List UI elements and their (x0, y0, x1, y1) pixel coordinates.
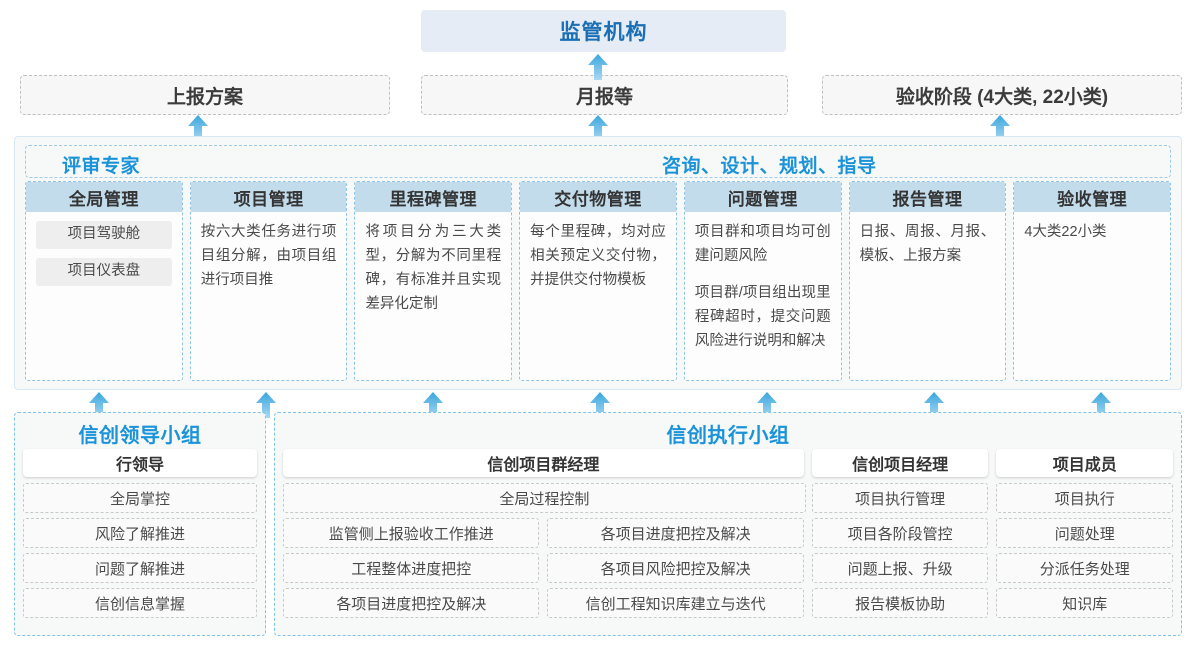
column-head[interactable]: 项目成员 (996, 449, 1173, 477)
arrow-up-icon-to-regulator (588, 54, 608, 80)
card-body: 按六大类任务进行项目组分解，由项目组进行项目推 (191, 212, 347, 380)
card-issue-management[interactable]: 问题管理 项目群和项目均可创建问题风险 项目群/项目组出现里程碑超时，提交问题风… (683, 181, 842, 381)
card-title: 全局管理 (26, 182, 182, 212)
team-title: 信创领导小组 (78, 425, 202, 447)
report-box-submission-plan[interactable]: 上报方案 (20, 75, 390, 115)
card-paragraph: 日报、周报、月报、模板、上报方案 (859, 224, 996, 264)
list-item[interactable]: 各项目进度把控及解决 (547, 518, 804, 548)
list-item[interactable]: 项目执行 (996, 483, 1173, 513)
card-paragraph: 项目群和项目均可创建问题风险 (694, 224, 831, 264)
arrow-up-icon-report-1 (588, 115, 608, 141)
card-body: 每个里程碑，均对应相关预定义交付物，并提供交付物模板 (520, 212, 676, 380)
team-column-bank-leader: 行领导 全局掌控 风险了解推进 问题了解推进 信创信息掌握 (23, 449, 257, 627)
arrow-up-icon-report-0 (188, 115, 208, 141)
list-item[interactable]: 分派任务处理 (996, 553, 1173, 583)
card-body: 4大类22小类 (1014, 212, 1170, 380)
card-title: 报告管理 (849, 182, 1006, 212)
pill-item[interactable]: 项目仪表盘 (36, 258, 172, 286)
report-box-monthly-report[interactable]: 月报等 (421, 75, 788, 115)
role-label-review-expert: 评审专家 (62, 156, 141, 177)
card-title: 验收管理 (1014, 182, 1171, 212)
card-paragraph: 按六大类任务进行项目组分解，由项目组进行项目推 (200, 224, 337, 288)
column-head[interactable]: 信创项目经理 (811, 449, 989, 477)
roles-bar: 评审专家 咨询、设计、规划、指导 (25, 145, 1171, 178)
arrow-up-icon-card-6 (1091, 392, 1111, 418)
top-section: 监管机构 上报方案 月报等 验收阶段 (4大类, 22小类) (0, 0, 1200, 118)
list-item[interactable]: 信创工程知识库建立与迭代 (547, 588, 804, 618)
team-execution-group: 信创执行小组 信创项目群经理 全局过程控制 监管侧上报验收工作推进 工程整体进度… (274, 412, 1182, 636)
arrow-up-icon-report-2 (990, 115, 1010, 141)
list-item[interactable]: 风险了解推进 (23, 518, 257, 548)
pill-item[interactable]: 项目驾驶舱 (36, 221, 172, 249)
card-title: 交付物管理 (520, 182, 676, 212)
list-item[interactable]: 报告模板协助 (811, 588, 989, 618)
team-title: 信创执行小组 (666, 425, 790, 447)
card-body: 日报、周报、月报、模板、上报方案 (850, 212, 1006, 380)
list-item[interactable]: 工程整体进度把控 (283, 553, 540, 583)
list-item[interactable]: 项目执行管理 (811, 483, 989, 513)
list-item[interactable]: 各项目进度把控及解决 (283, 588, 540, 618)
column-head[interactable]: 行领导 (23, 449, 257, 477)
card-project-management[interactable]: 项目管理 按六大类任务进行项目组分解，由项目组进行项目推 (189, 181, 348, 381)
card-paragraph: 项目群/项目组出现里程碑超时，提交问题风险进行说明和解决 (694, 284, 831, 349)
arrow-up-icon-card-1 (256, 392, 276, 418)
management-cards-row: 全局管理 项目驾驶舱 项目仪表盘 项目管理 按六大类任务进行项目组分解，由项目组… (25, 181, 1172, 381)
card-report-management[interactable]: 报告管理 日报、周报、月报、模板、上报方案 (848, 181, 1007, 381)
card-paragraph: 将项目分为三大类型，分解为不同里程碑，有标准并且实现差异化定制 (365, 224, 502, 312)
arrow-up-icon-card-4 (757, 392, 777, 418)
card-title: 里程碑管理 (355, 182, 512, 212)
card-deliverable-management[interactable]: 交付物管理 每个里程碑，均对应相关预定义交付物，并提供交付物模板 (519, 181, 677, 381)
team-columns: 信创项目群经理 全局过程控制 监管侧上报验收工作推进 工程整体进度把控 各项目进… (283, 449, 1173, 627)
teams-section: 信创领导小组 行领导 全局掌控 风险了解推进 问题了解推进 信创信息掌握 信创执… (14, 412, 1182, 636)
column-head[interactable]: 信创项目群经理 (283, 449, 804, 477)
subcolumn-left: 监管侧上报验收工作推进 工程整体进度把控 各项目进度把控及解决 (283, 518, 540, 618)
list-item[interactable]: 信创信息掌握 (23, 588, 257, 618)
team-column-project-member: 项目成员 项目执行 问题处理 分派任务处理 知识库 (996, 449, 1173, 627)
card-milestone-management[interactable]: 里程碑管理 将项目分为三大类型，分解为不同里程碑，有标准并且实现差异化定制 (354, 181, 513, 381)
card-body: 将项目分为三大类型，分解为不同里程碑，有标准并且实现差异化定制 (355, 212, 511, 380)
arrow-up-icon-card-2 (423, 392, 443, 418)
team-column-project-manager: 信创项目经理 项目执行管理 项目各阶段管控 问题上报、升级 报告模板协助 (811, 449, 989, 627)
program-manager-subcolumns: 监管侧上报验收工作推进 工程整体进度把控 各项目进度把控及解决 各项目进度把控及… (283, 518, 804, 618)
arrow-up-icon-card-3 (590, 392, 610, 418)
report-box-acceptance-stage[interactable]: 验收阶段 (4大类, 22小类) (822, 75, 1182, 115)
role-label-consulting: 咨询、设计、规划、指导 (662, 156, 877, 177)
card-body: 项目群和项目均可创建问题风险 项目群/项目组出现里程碑超时，提交问题风险进行说明… (685, 212, 841, 380)
list-item[interactable]: 各项目风险把控及解决 (547, 553, 804, 583)
team-leadership-group: 信创领导小组 行领导 全局掌控 风险了解推进 问题了解推进 信创信息掌握 (14, 412, 266, 636)
list-item[interactable]: 问题上报、升级 (811, 553, 989, 583)
list-item[interactable]: 监管侧上报验收工作推进 (283, 518, 540, 548)
arrow-up-icon-card-0 (89, 392, 109, 418)
list-item[interactable]: 全局掌控 (23, 483, 257, 513)
card-paragraph: 4大类22小类 (1024, 224, 1107, 240)
card-body: 项目驾驶舱 项目仪表盘 (26, 212, 182, 380)
team-columns: 行领导 全局掌控 风险了解推进 问题了解推进 信创信息掌握 (23, 449, 257, 627)
arrow-up-icon-card-5 (924, 392, 944, 418)
list-item[interactable]: 问题处理 (996, 518, 1173, 548)
list-item[interactable]: 问题了解推进 (23, 553, 257, 583)
list-item[interactable]: 项目各阶段管控 (811, 518, 989, 548)
list-item[interactable]: 知识库 (996, 588, 1173, 618)
card-title: 问题管理 (684, 182, 841, 212)
card-paragraph: 每个里程碑，均对应相关预定义交付物，并提供交付物模板 (530, 224, 666, 288)
subcolumn-right: 各项目进度把控及解决 各项目风险把控及解决 信创工程知识库建立与迭代 (547, 518, 804, 618)
card-acceptance-management[interactable]: 验收管理 4大类22小类 (1013, 181, 1172, 381)
list-item[interactable]: 全局过程控制 (283, 483, 806, 513)
card-global-management[interactable]: 全局管理 项目驾驶舱 项目仪表盘 (25, 181, 183, 381)
regulator-banner: 监管机构 (421, 10, 786, 52)
card-title: 项目管理 (190, 182, 347, 212)
advisory-panel: 评审专家 咨询、设计、规划、指导 全局管理 项目驾驶舱 项目仪表盘 项目管理 按… (14, 136, 1182, 390)
team-column-program-manager: 信创项目群经理 全局过程控制 监管侧上报验收工作推进 工程整体进度把控 各项目进… (283, 449, 806, 627)
